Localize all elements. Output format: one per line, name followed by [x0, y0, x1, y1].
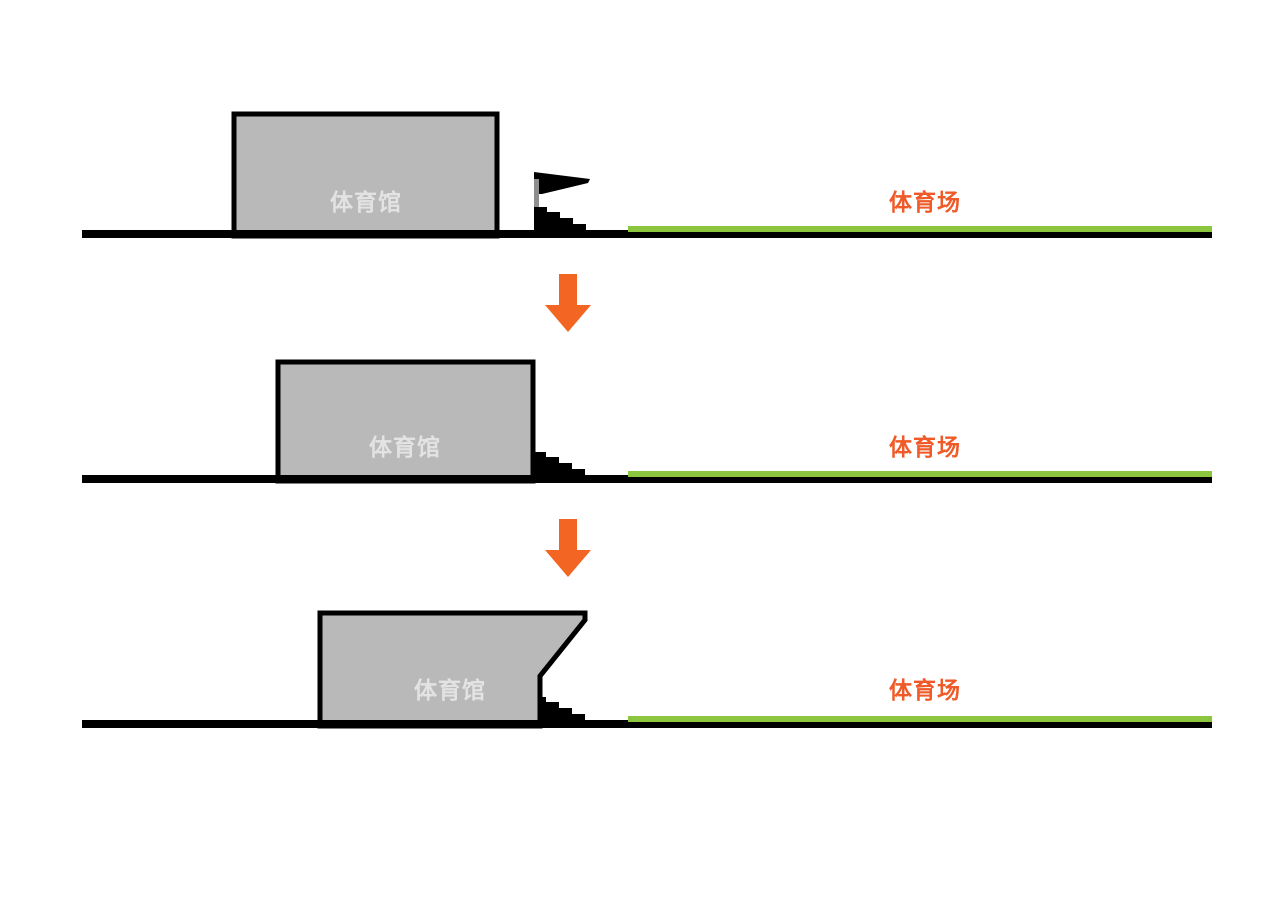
panel-3-building-label: 体育馆: [414, 677, 486, 703]
panel-2-field-line: [628, 471, 1212, 477]
arrow-1: [545, 274, 591, 332]
panel-2: 体育馆 体育场: [82, 359, 1212, 484]
panel-1-ground-line: [82, 230, 1212, 238]
panel-1-canopy: [534, 172, 590, 212]
panel-2-field-label: 体育场: [889, 434, 961, 460]
panel-3: 体育馆 体育场: [82, 610, 1212, 729]
panel-3-ground-line: [82, 720, 1212, 728]
arrow-2: [545, 519, 591, 577]
panel-1-field-line: [628, 226, 1212, 232]
panel-1-building: [231, 111, 500, 239]
panel-3-field-label: 体育场: [889, 677, 961, 703]
panel-2-ground-line: [82, 475, 1212, 483]
panel-2-building-label: 体育馆: [369, 434, 441, 460]
panel-2-building: [275, 359, 536, 484]
panel-1: 体育馆 体育场: [82, 111, 1212, 239]
panel-1-field-label: 体育场: [889, 189, 961, 215]
panel-3-field-line: [628, 716, 1212, 722]
panel-1-building-label: 体育馆: [330, 189, 402, 215]
